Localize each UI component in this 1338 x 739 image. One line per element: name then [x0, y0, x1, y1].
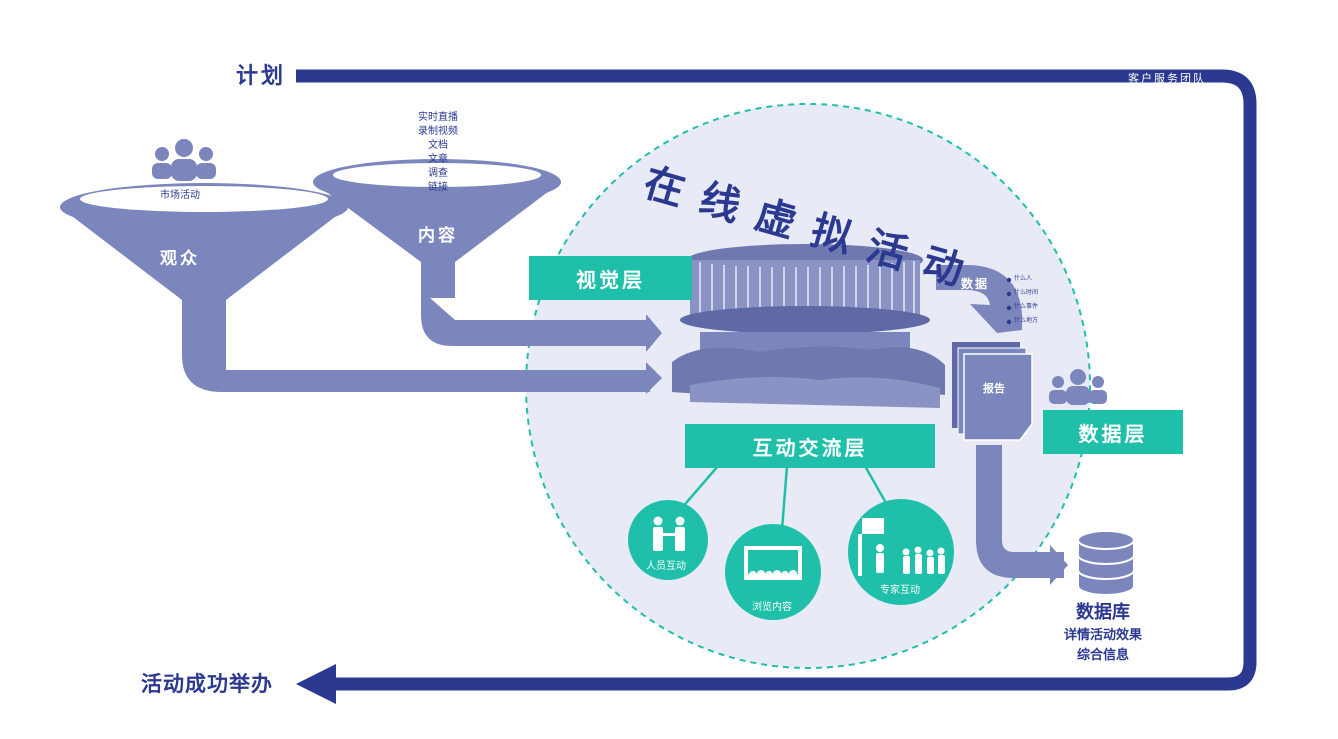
database-title: 数据库 — [1076, 602, 1130, 623]
audience-people-icon — [152, 139, 216, 181]
data-bullets — [1006, 277, 1012, 325]
plan-label: 计划 — [236, 64, 287, 89]
browse-content-label: 浏览内容 — [752, 602, 792, 613]
content-item: 文档 — [428, 140, 448, 151]
success-arrowhead — [296, 664, 336, 704]
event-success-label: 活动成功举办 — [141, 672, 273, 696]
plan-loop — [296, 69, 1257, 691]
data-item: 什么时间 — [1014, 289, 1039, 296]
content-item: 实时直播 — [418, 112, 458, 123]
data-item: 什么人 — [1014, 275, 1033, 282]
data-layer-box: 数据层 — [1043, 410, 1183, 454]
people-interaction-label: 人员互动 — [646, 561, 686, 572]
expert-presentation-icon — [858, 518, 945, 576]
report-label: 报告 — [983, 382, 1005, 395]
content-item: 录制视频 — [418, 126, 458, 137]
content-item: 链接 — [428, 182, 448, 193]
handshake-icon — [653, 516, 685, 551]
content-item: 文章 — [428, 154, 448, 165]
expert-interaction-label: 专家互动 — [880, 585, 920, 596]
audience-label: 观众 — [160, 249, 200, 269]
database-icon — [1077, 530, 1135, 596]
data-arrow — [936, 265, 1022, 333]
interaction-layer-box: 互动交流层 — [685, 424, 935, 468]
data-layer-people-icon — [1049, 369, 1107, 405]
database-pipe — [976, 445, 1064, 578]
content-item: 调查 — [428, 168, 448, 179]
content-label: 内容 — [418, 226, 458, 246]
customer-service-team-label: 客户服务团队 — [1128, 72, 1206, 85]
database-line: 详情活动效果 — [1064, 628, 1143, 643]
people-interaction-circle — [628, 500, 708, 580]
data-label: 数据 — [961, 277, 990, 291]
building-illustration — [672, 244, 945, 408]
content-type-list: 实时直播 录制视频 文档 文章 调查 链接 — [408, 111, 468, 195]
visual-layer-box: 视觉层 — [529, 256, 692, 300]
database-line: 综合信息 — [1077, 648, 1130, 663]
data-item: 什么事件 — [1014, 303, 1039, 310]
data-item: 什么地方 — [1014, 317, 1039, 324]
marketing-activity-label: 市场活动 — [160, 190, 200, 201]
data-item-list: 什么人 什么时间 什么事件 什么地方 — [1014, 272, 1038, 328]
report-stack-icon — [952, 342, 1033, 441]
screen-audience-icon — [744, 546, 802, 580]
